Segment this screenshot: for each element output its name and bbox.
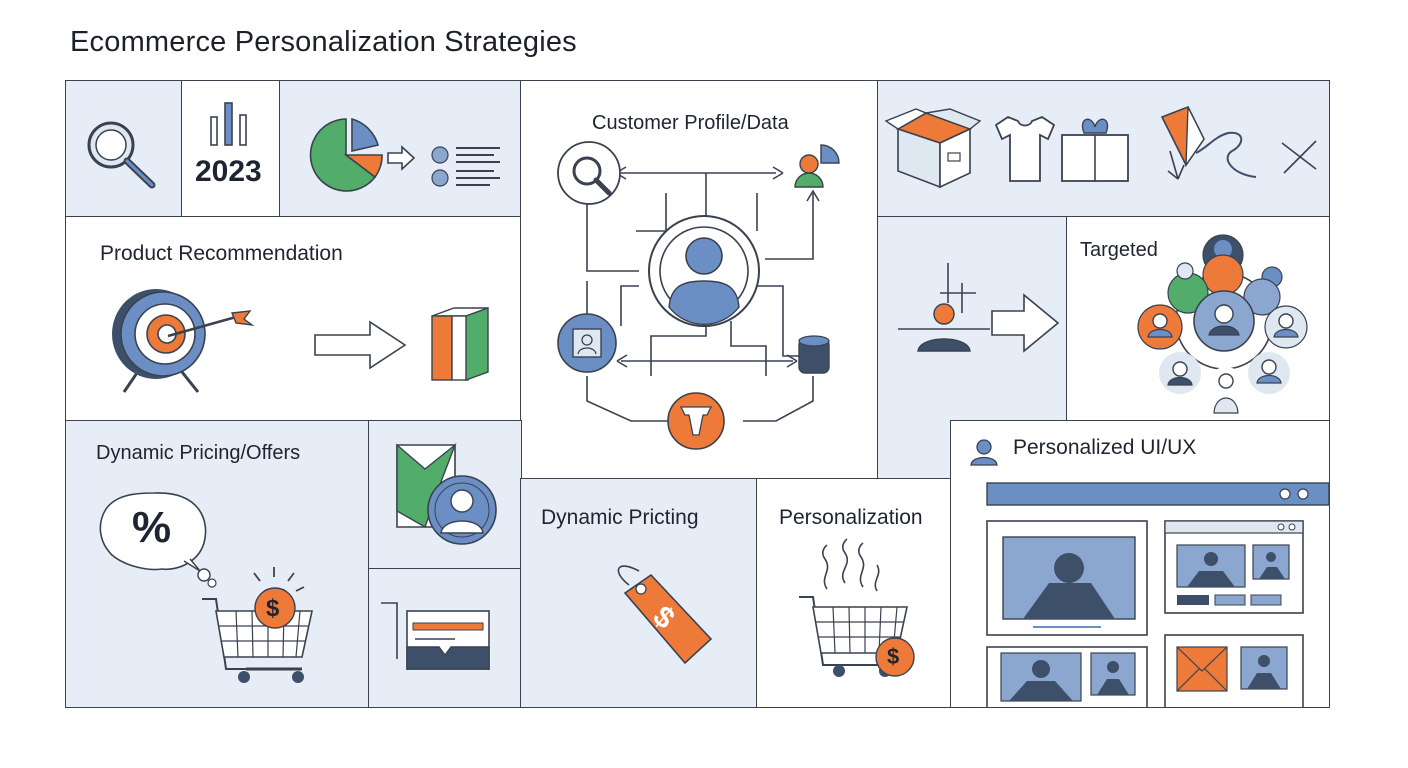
scale-icon — [898, 263, 990, 352]
year-label: 2023 — [195, 155, 262, 188]
year-panel: 2023 — [181, 80, 281, 218]
gift-icon — [1061, 118, 1129, 182]
targeted-panel: Targeted — [1066, 216, 1330, 422]
dynamic-pricing-panel: Dynamic Pricting $ — [520, 478, 758, 708]
arrow-right-icon — [387, 145, 416, 171]
bar-chart-icon — [210, 102, 247, 146]
book-icon — [431, 307, 489, 381]
profile-data-diagram — [557, 141, 840, 450]
coin-dollar-symbol: $ — [266, 595, 280, 622]
coin-dollar-symbol: $ — [887, 644, 900, 669]
product-recommendation-title: Product Recommendation — [100, 242, 343, 265]
page-title: Ecommerce Personalization Strategies — [70, 26, 577, 58]
personalized-ui-panel: Personalized UI/UX — [950, 420, 1330, 708]
speech-bubble-icon — [99, 492, 217, 588]
offer-card-icon — [381, 602, 490, 670]
target-icon — [112, 289, 255, 393]
product-recommendation-panel: Product Recommendation — [65, 216, 522, 422]
dynamic-pricing-title: Dynamic Pricting — [541, 506, 699, 529]
search-panel — [65, 80, 183, 218]
dynamic-pricing-offers-panel: Dynamic Pricing/Offers % $ — [65, 420, 370, 708]
list-icon — [431, 146, 500, 187]
product-icons-panel — [877, 80, 1330, 218]
offer-card-panel — [368, 568, 522, 708]
price-tag-icon — [617, 565, 713, 665]
arrow-right-icon — [314, 320, 407, 370]
arrow-right-icon — [991, 293, 1060, 353]
dynamic-pricing-offers-title: Dynamic Pricing/Offers — [96, 442, 301, 464]
customer-profile-panel: Customer Profile/Data — [520, 80, 879, 480]
targeted-title: Targeted — [1080, 239, 1158, 261]
personalized-ui-title: Personalized UI/UX — [1013, 436, 1197, 459]
tshirt-icon — [994, 115, 1056, 182]
percent-symbol: % — [132, 503, 172, 552]
custom-design-icon — [1160, 105, 1317, 180]
personalization-panel: Personalization $ — [756, 478, 952, 708]
shopping-cart-icon — [202, 567, 313, 683]
customer-profile-title: Customer Profile/Data — [592, 112, 789, 134]
pie-chart-panel — [279, 80, 522, 218]
open-box-icon — [884, 108, 982, 189]
envelope-user-icon — [396, 442, 497, 545]
magnifier-icon — [87, 121, 156, 189]
cart-with-steam-icon — [799, 538, 915, 677]
user-icon — [970, 439, 998, 466]
targeted-audience-diagram — [1137, 234, 1308, 414]
personalization-title: Personalization — [779, 506, 923, 529]
pie-chart-icon — [309, 117, 383, 192]
user-message-panel — [368, 420, 522, 570]
ui-layout-illustration — [986, 482, 1329, 707]
